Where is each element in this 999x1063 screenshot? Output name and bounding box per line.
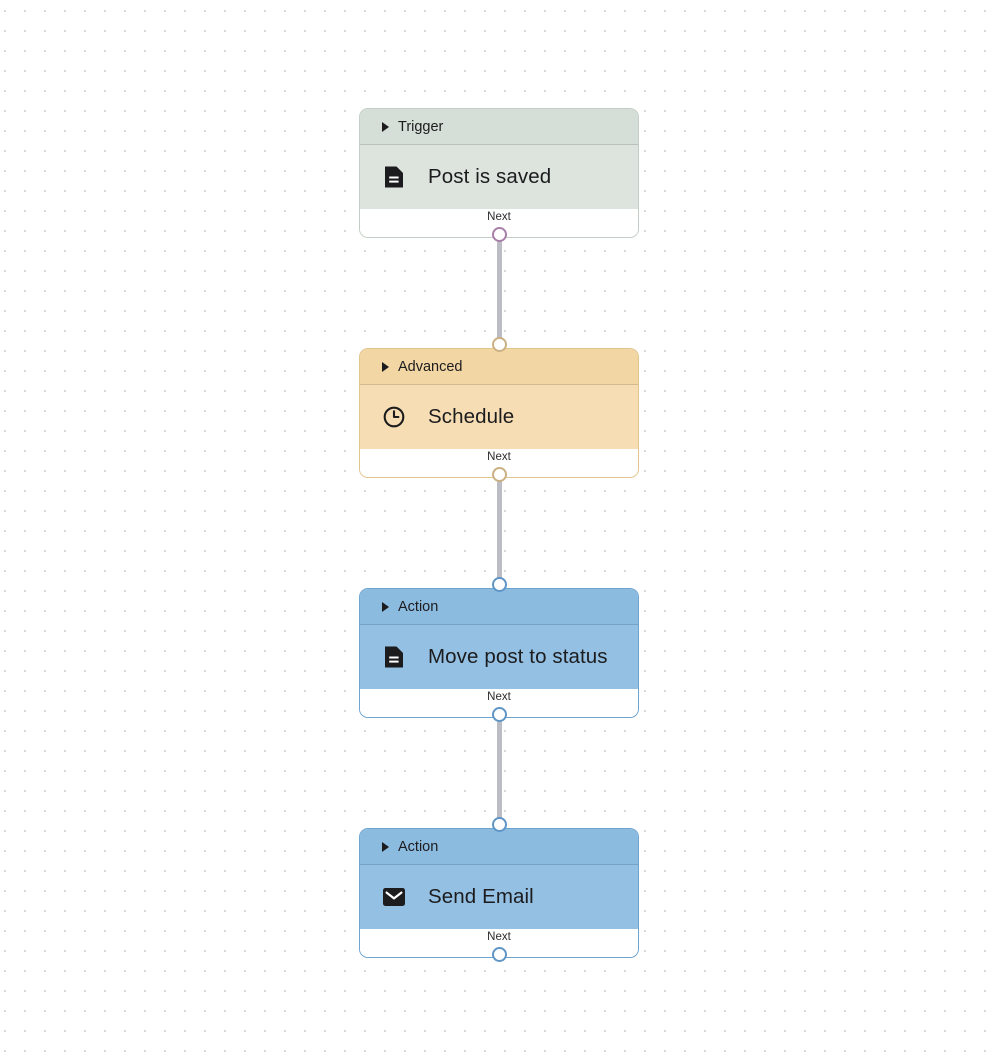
- input-port-action-send-email[interactable]: [492, 817, 507, 832]
- node-type-label: Action: [398, 838, 439, 855]
- node-header-trigger[interactable]: Trigger: [360, 109, 638, 145]
- clock-icon: [382, 405, 406, 429]
- output-port-trigger[interactable]: [492, 227, 507, 242]
- workflow-node-trigger-post-is-saved[interactable]: Trigger Post is saved Next: [359, 108, 639, 238]
- node-title: Post is saved: [428, 165, 552, 188]
- disclosure-triangle-icon[interactable]: [382, 121, 389, 132]
- node-type-label: Advanced: [398, 358, 463, 375]
- node-body-trigger[interactable]: Post is saved: [360, 145, 638, 209]
- node-title: Move post to status: [428, 645, 608, 668]
- document-icon: [382, 165, 406, 189]
- disclosure-triangle-icon[interactable]: [382, 361, 389, 372]
- node-header-advanced[interactable]: Advanced: [360, 349, 638, 385]
- node-type-label: Trigger: [398, 118, 444, 135]
- node-header-action[interactable]: Action: [360, 829, 638, 865]
- output-port-action-send-email[interactable]: [492, 947, 507, 962]
- node-body-advanced[interactable]: Schedule: [360, 385, 638, 449]
- node-body-action[interactable]: Send Email: [360, 865, 638, 929]
- edge-action-1-to-action-2[interactable]: [497, 715, 502, 825]
- input-port-action-move-post[interactable]: [492, 577, 507, 592]
- workflow-node-advanced-schedule[interactable]: Advanced Schedule Next: [359, 348, 639, 478]
- node-footer-label: Next: [487, 211, 511, 223]
- node-footer-label: Next: [487, 931, 511, 943]
- disclosure-triangle-icon[interactable]: [382, 841, 389, 852]
- workflow-node-action-move-post-to-status[interactable]: Action Move post to status Next: [359, 588, 639, 718]
- output-port-advanced[interactable]: [492, 467, 507, 482]
- node-type-label: Action: [398, 598, 439, 615]
- node-footer-label: Next: [487, 691, 511, 703]
- node-footer-label: Next: [487, 451, 511, 463]
- node-title: Send Email: [428, 885, 534, 908]
- node-title: Schedule: [428, 405, 515, 428]
- input-port-advanced[interactable]: [492, 337, 507, 352]
- disclosure-triangle-icon[interactable]: [382, 601, 389, 612]
- edge-advanced-to-action-1[interactable]: [497, 475, 502, 585]
- output-port-action-move-post[interactable]: [492, 707, 507, 722]
- envelope-icon: [382, 885, 406, 909]
- edge-trigger-to-advanced[interactable]: [497, 235, 502, 345]
- workflow-node-action-send-email[interactable]: Action Send Email Next: [359, 828, 639, 958]
- document-icon: [382, 645, 406, 669]
- node-body-action[interactable]: Move post to status: [360, 625, 638, 689]
- node-header-action[interactable]: Action: [360, 589, 638, 625]
